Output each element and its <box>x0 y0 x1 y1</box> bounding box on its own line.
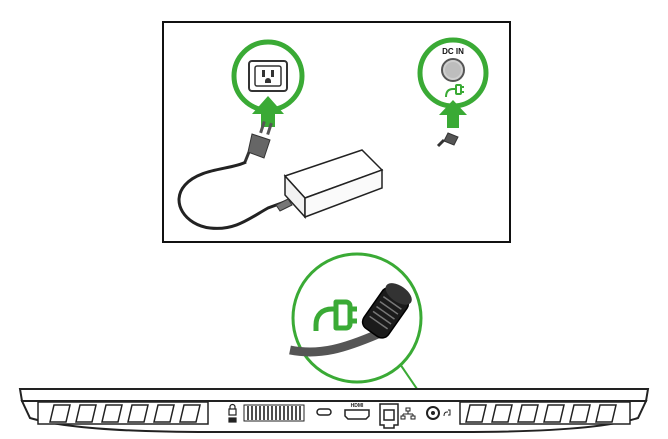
dc-in-port-icon <box>426 406 451 420</box>
vent-grille <box>243 404 305 422</box>
hdmi-port-icon: HDMI <box>344 403 370 420</box>
hdmi-label: HDMI <box>351 403 364 409</box>
usb-c-icon <box>316 408 332 416</box>
magnified-dc-plug <box>289 252 423 384</box>
ethernet-port-icon <box>379 403 399 429</box>
arrow-up-icon <box>252 96 284 127</box>
laptop-rear-icon: HDMI <box>18 388 650 433</box>
power-plug-icon <box>313 299 357 331</box>
power-plug-icon <box>445 84 464 98</box>
ac-adapter-icon <box>275 149 384 219</box>
dc-in-label: DC IN <box>442 47 464 56</box>
ac-plug-icon <box>243 120 273 163</box>
arrow-up-icon <box>439 100 467 128</box>
dc-in-port-icon: DC IN <box>417 37 489 109</box>
lock-icon <box>228 403 237 423</box>
network-symbol-icon <box>400 407 416 420</box>
power-cord <box>177 160 291 230</box>
wall-outlet-icon <box>231 39 305 113</box>
dc-plug-icon <box>436 132 459 148</box>
